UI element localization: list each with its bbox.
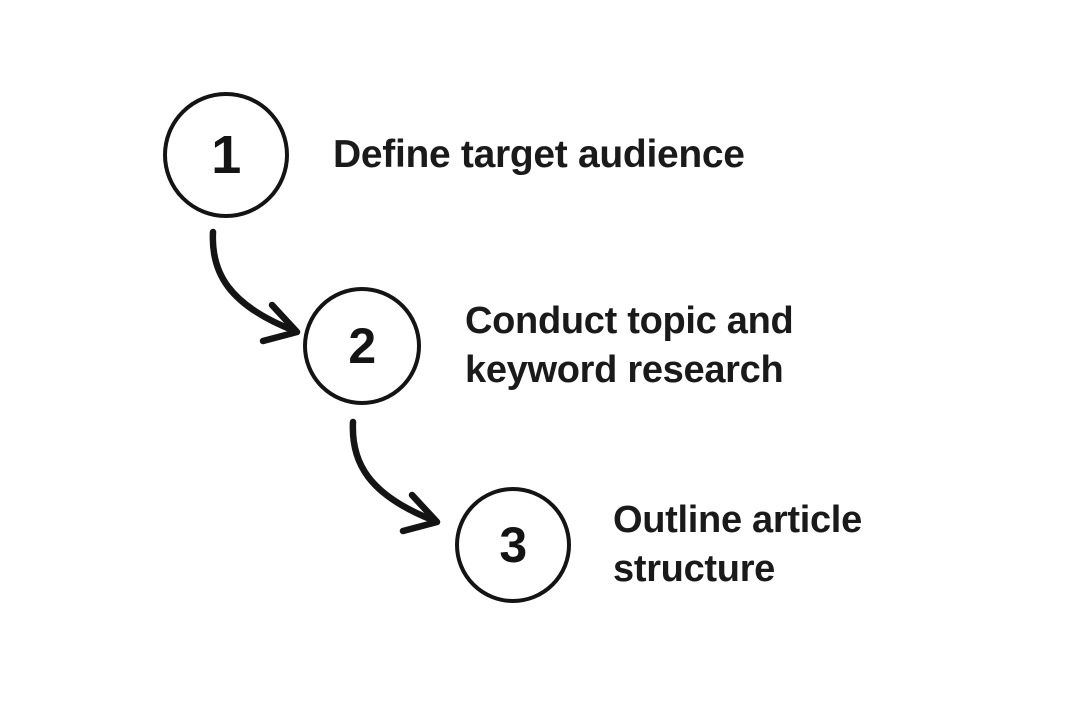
- step-label-3: Outline article structure: [613, 498, 862, 590]
- arrow-step1-to-step2: [209, 228, 301, 345]
- arrow-step2-to-step3: [349, 418, 441, 535]
- step-number-2: 2: [348, 318, 376, 374]
- step-label-2: Conduct topic and keyword research: [465, 299, 794, 391]
- step-node-2[interactable]: 2 Conduct topic and keyword research: [303, 287, 794, 405]
- step-circle-2-icon: 2: [303, 287, 421, 405]
- step-node-3[interactable]: 3 Outline article structure: [455, 487, 862, 603]
- step-circle-1-icon: 1: [163, 92, 289, 218]
- arrow-step1-to-step2-head: [259, 301, 301, 345]
- step-number-3: 3: [499, 517, 527, 573]
- arrow-step2-to-step3-curve: [349, 418, 439, 525]
- arrow-step1-to-step2-curve: [209, 228, 299, 335]
- step-number-1: 1: [211, 125, 241, 185]
- arrow-step2-to-step3-head: [399, 491, 441, 535]
- step-node-1[interactable]: 1 Define target audience: [163, 92, 745, 218]
- step-circle-3-icon: 3: [455, 487, 571, 603]
- step-label-1: Define target audience: [333, 132, 745, 176]
